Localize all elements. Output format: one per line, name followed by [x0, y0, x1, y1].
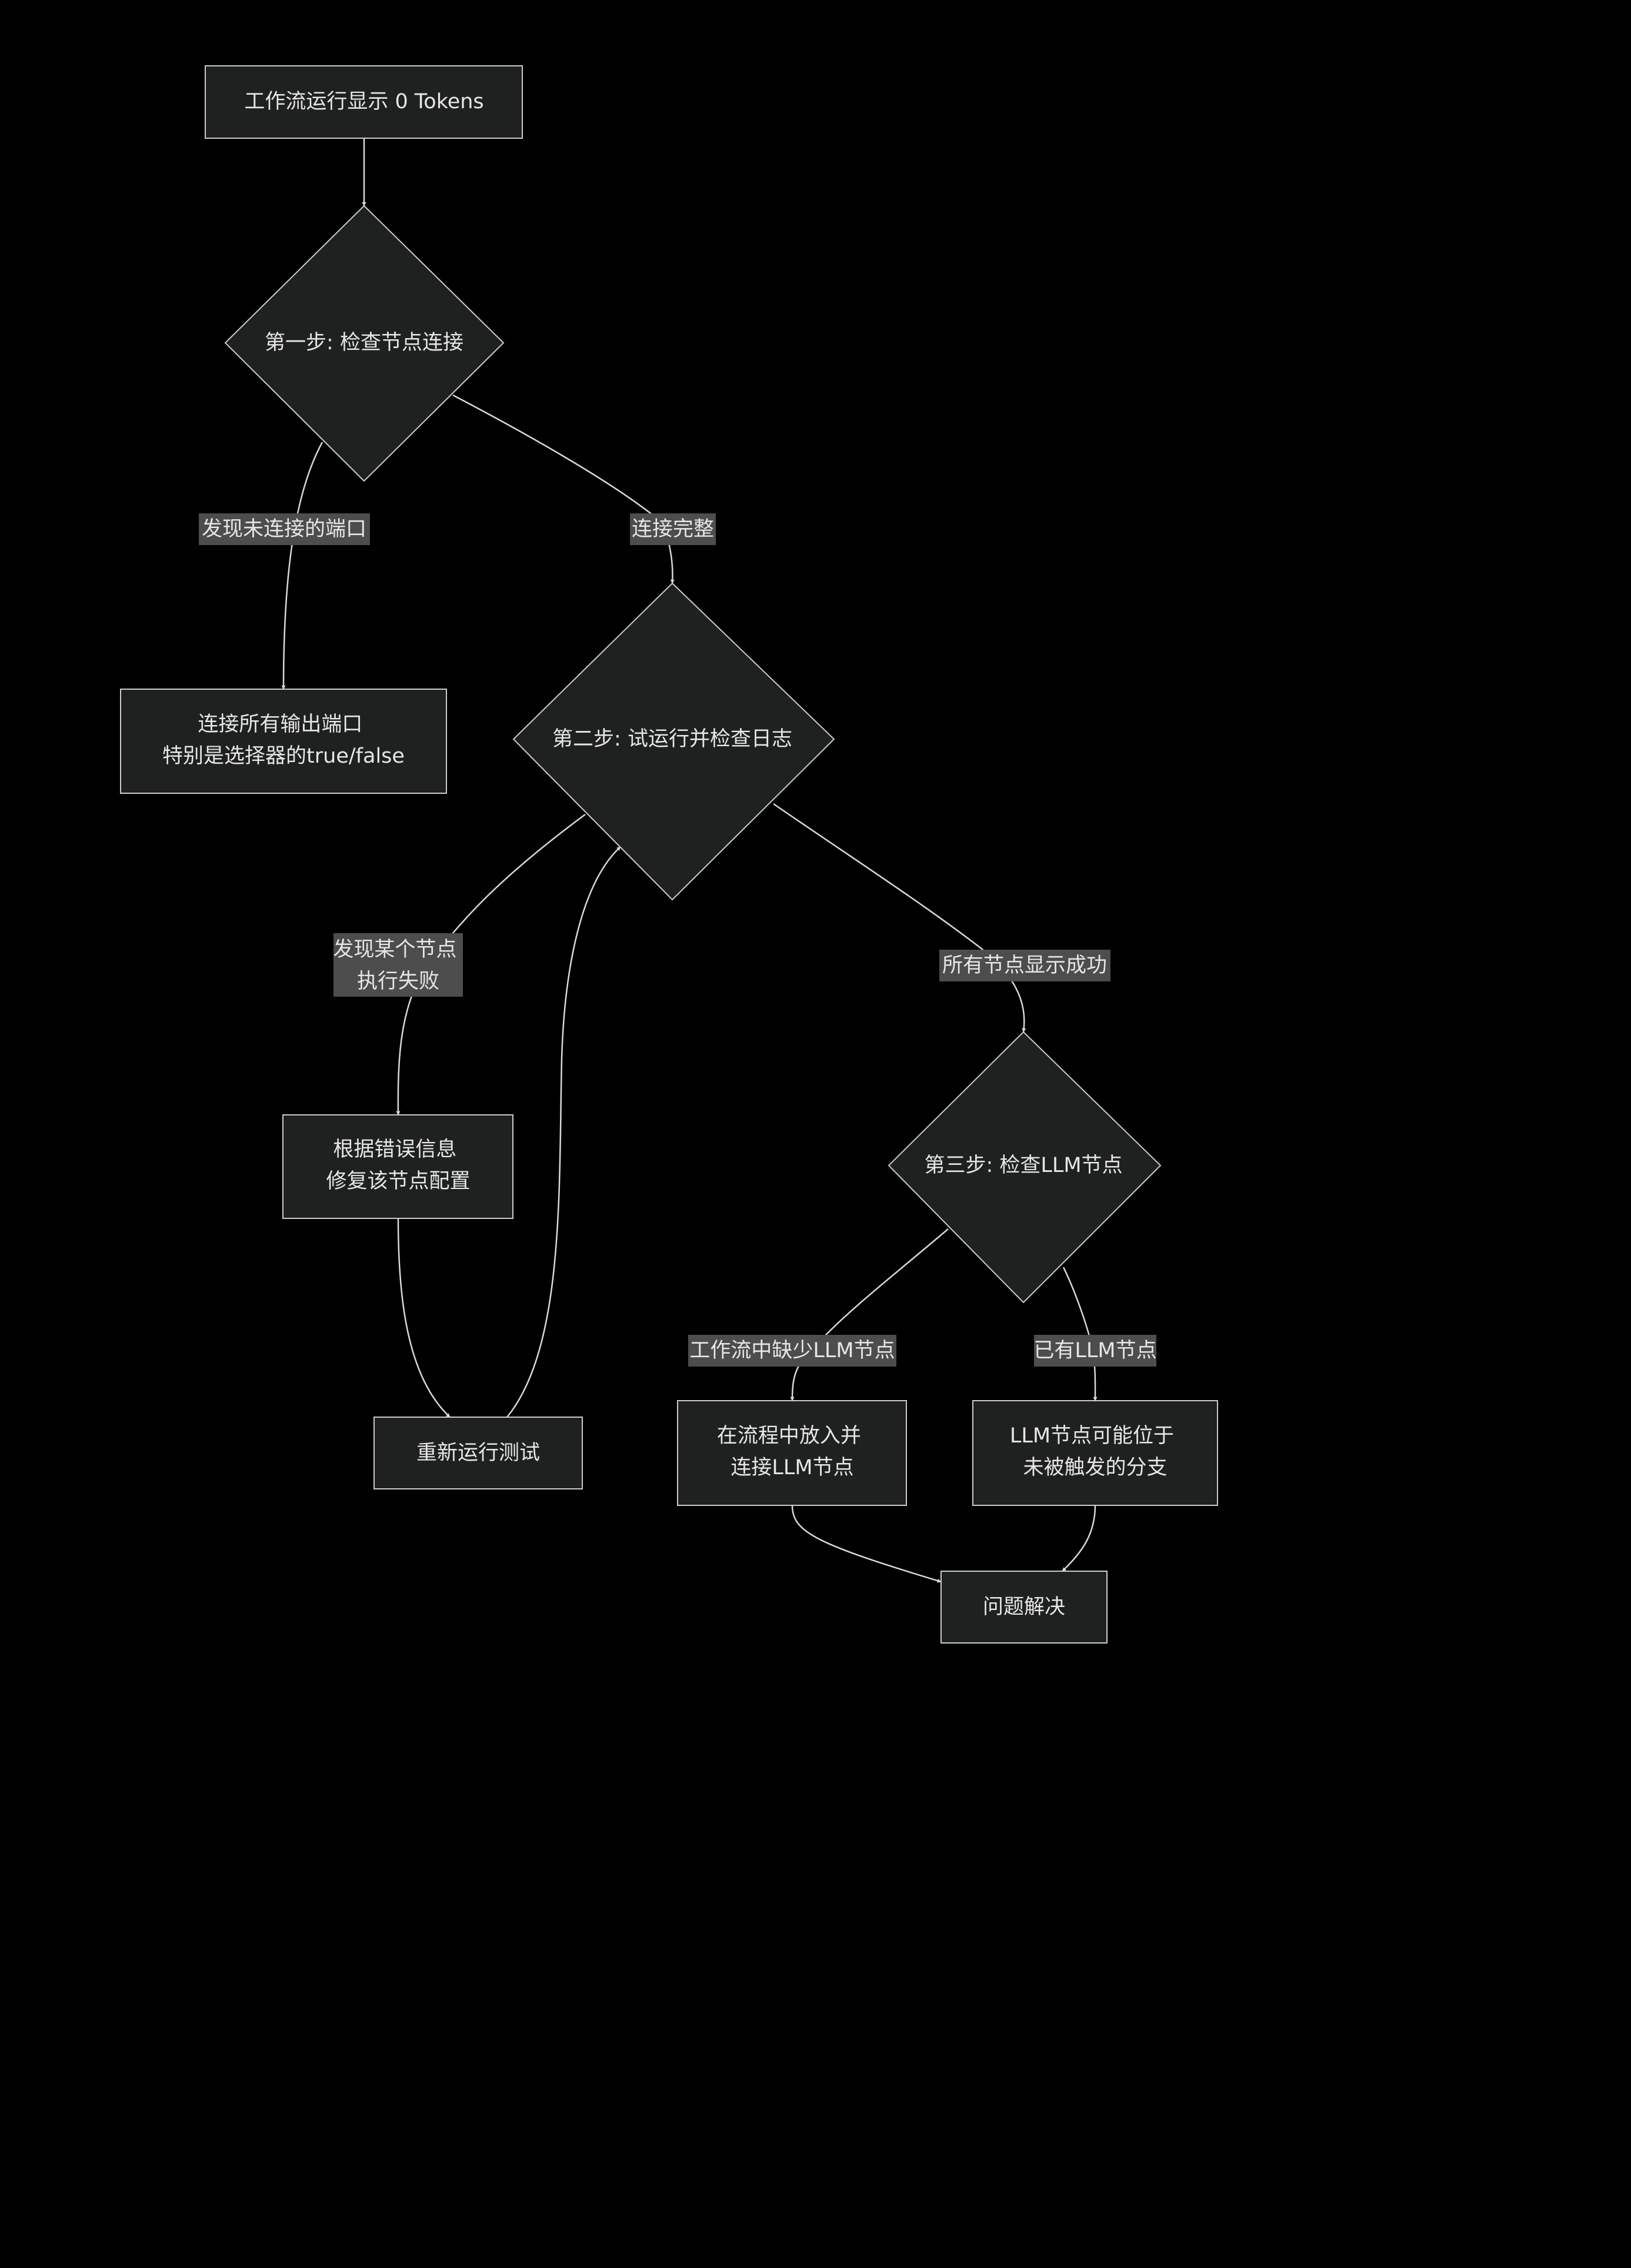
edge-label-all-success-bg: [939, 950, 1110, 981]
edge-label-node-failed-line-1: 发现某个节点: [333, 938, 456, 961]
node-rerun-box: [373, 1417, 583, 1489]
node-step3-label: 第三步: 检查LLM节点: [924, 1154, 1122, 1177]
edge-step3-to-add-llm: [790, 1228, 949, 1401]
edge-step1-to-connect-ports: [281, 442, 323, 690]
node-step1: 第一步: 检查节点连接: [224, 205, 505, 482]
edge-label-unconnected-bg: [199, 513, 370, 545]
node-step3: 第三步: 检查LLM节点: [888, 1031, 1162, 1304]
node-llm-branch-line-1: LLM节点可能位于: [1010, 1424, 1174, 1448]
edge-label-missing-llm-bg: [688, 1335, 896, 1367]
node-add-llm-box: [677, 1400, 907, 1506]
edge-label-has-llm: 已有LLM节点: [1033, 1335, 1157, 1367]
edge-label-missing-llm-text: 工作流中缺少LLM节点: [689, 1339, 895, 1362]
node-step2-label: 第二步: 试运行并检查日志: [552, 727, 792, 751]
node-step1-label: 第一步: 检查节点连接: [265, 331, 463, 355]
node-step2: 第二步: 试运行并检查日志: [512, 582, 835, 901]
edge-label-complete-text: 连接完整: [632, 517, 714, 541]
node-connect-ports: 连接所有输出端口 特别是选择器的true/false: [120, 689, 447, 794]
edge-label-all-success-text: 所有节点显示成功: [942, 954, 1107, 977]
node-add-llm: 在流程中放入并 连接LLM节点: [677, 1400, 907, 1506]
edge-step2-to-step3: [773, 803, 1026, 1033]
edge-label-node-failed-line-2: 执行失败: [357, 970, 439, 993]
node-add-llm-line-1: 在流程中放入并: [717, 1424, 861, 1448]
edge-label-unconnected: 发现未连接的端口: [199, 513, 370, 545]
nodes: 工作流运行显示 0 Tokens 第一步: 检查节点连接 连接所有输出端口 特别…: [120, 65, 1218, 1644]
node-llm-branch: LLM节点可能位于 未被触发的分支: [972, 1400, 1218, 1506]
node-resolved-box: [940, 1571, 1108, 1644]
node-step1-diamond: [224, 205, 505, 482]
node-fix-config-line-1: 根据错误信息: [333, 1138, 456, 1161]
node-connect-ports-box: [120, 689, 447, 794]
edge-label-node-failed-bg: [333, 933, 463, 997]
edge-label-missing-llm: 工作流中缺少LLM节点: [688, 1335, 896, 1367]
node-step3-diamond: [888, 1031, 1162, 1304]
node-fix-config-label: 根据错误信息 修复该节点配置: [326, 1138, 470, 1193]
edge-step3-to-llm-branch: [1062, 1267, 1098, 1401]
edge-label-unconnected-text: 发现未连接的端口: [202, 517, 366, 541]
edge-labels: 发现未连接的端口 连接完整 发现某个节点 执行失败 所有节点显示成功 工作流中缺…: [199, 513, 1157, 1367]
node-connect-ports-label: 连接所有输出端口 特别是选择器的true/false: [162, 713, 405, 768]
edge-llm-branch-to-resolved: [1062, 1505, 1096, 1572]
node-add-llm-line-2: 连接LLM节点: [731, 1456, 853, 1479]
node-rerun-label: 重新运行测试: [416, 1441, 540, 1465]
node-fix-config-box: [282, 1114, 513, 1219]
node-llm-branch-label: LLM节点可能位于 未被触发的分支: [1010, 1424, 1180, 1479]
node-start: 工作流运行显示 0 Tokens: [205, 65, 523, 139]
edges: [281, 138, 1098, 1583]
node-fix-config-line-2: 修复该节点配置: [326, 1170, 470, 1193]
node-llm-branch-line-2: 未被触发的分支: [1023, 1456, 1167, 1479]
edge-label-has-llm-text: 已有LLM节点: [1033, 1339, 1156, 1362]
node-connect-ports-line-2: 特别是选择器的true/false: [162, 744, 405, 768]
edge-label-all-success: 所有节点显示成功: [939, 950, 1110, 981]
edge-rerun-to-step2: [506, 846, 621, 1418]
node-resolved-label: 问题解决: [983, 1595, 1065, 1619]
edge-label-node-failed: 发现某个节点 执行失败: [333, 933, 463, 997]
edge-add-llm-to-resolved: [791, 1505, 942, 1583]
node-add-llm-label: 在流程中放入并 连接LLM节点: [717, 1424, 868, 1479]
node-connect-ports-line-1: 连接所有输出端口: [198, 713, 362, 736]
edge-label-complete-bg: [630, 513, 716, 545]
node-start-box: [205, 65, 523, 139]
edge-step1-to-step2: [452, 394, 675, 584]
node-resolved: 问题解决: [940, 1571, 1108, 1644]
edge-label-complete: 连接完整: [630, 513, 716, 545]
node-fix-config: 根据错误信息 修复该节点配置: [282, 1114, 513, 1219]
edge-fix-config-to-rerun: [397, 1218, 451, 1418]
node-step2-diamond: [512, 582, 835, 901]
node-start-label: 工作流运行显示 0 Tokens: [244, 90, 483, 113]
edge-label-node-failed-text: 发现某个节点 执行失败: [333, 938, 463, 993]
edge-label-has-llm-bg: [1034, 1335, 1156, 1367]
node-llm-branch-box: [972, 1400, 1218, 1506]
node-rerun: 重新运行测试: [373, 1417, 583, 1489]
